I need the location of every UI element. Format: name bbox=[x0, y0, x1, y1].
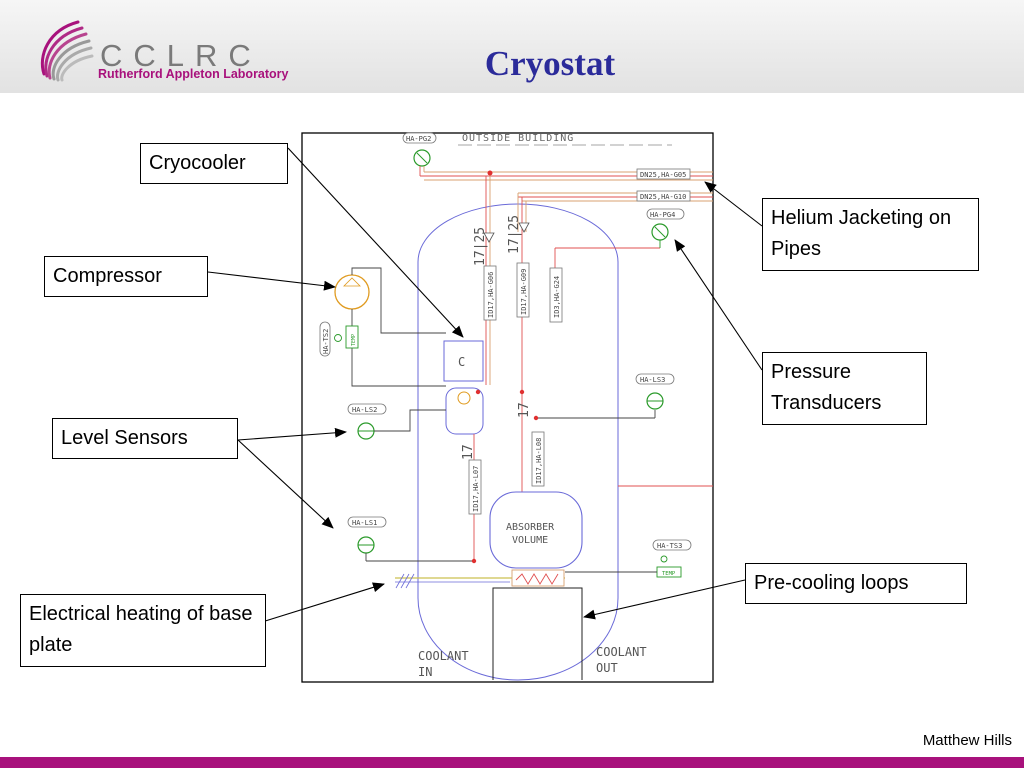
arrow-electrical-heating bbox=[261, 582, 385, 623]
callout-cryocooler: Cryocooler bbox=[140, 143, 288, 184]
logo-sub-text: Rutherford Appleton Laboratory bbox=[98, 67, 289, 81]
heater-hatch-icon bbox=[395, 573, 415, 589]
cold-head-coil-icon bbox=[457, 391, 471, 405]
junction-dot-ls1 bbox=[471, 558, 477, 564]
ts2-label: HA-TS2 bbox=[322, 329, 330, 354]
ls2-feed-line bbox=[374, 409, 446, 432]
coolant-in-line2: IN bbox=[418, 665, 432, 679]
arrow-cryocooler bbox=[287, 147, 464, 338]
coolant-out-line2: OUT bbox=[596, 661, 618, 675]
pg2-gauge-needle bbox=[416, 152, 428, 164]
ls2-label: HA-LS2 bbox=[352, 406, 377, 414]
author-name: Matthew Hills bbox=[922, 732, 1012, 749]
pipe-g10-tag bbox=[636, 190, 691, 202]
ts3-temp-label: TEMP bbox=[662, 571, 676, 577]
compressor-triangle bbox=[343, 277, 361, 287]
pipe-l07-tag bbox=[468, 459, 482, 515]
callout-precooling-loops: Pre-cooling loops bbox=[745, 563, 967, 604]
arrow-precooling-loops bbox=[583, 579, 746, 620]
dim-1725-b: 17|25 bbox=[507, 215, 522, 254]
pipe-g24-label: ID3,HA-G24 bbox=[553, 276, 561, 318]
junction-dot-l08 bbox=[519, 389, 525, 395]
ts3-node bbox=[660, 555, 668, 563]
pipe-g10-label: DN25,HA-G10 bbox=[640, 193, 686, 201]
callout-electrical-heating: Electrical heating of base plate bbox=[20, 594, 266, 667]
vessel-outline bbox=[417, 203, 619, 681]
valve-b-icon bbox=[518, 222, 530, 233]
arrow-helium-jacketing bbox=[704, 181, 763, 227]
header-bar: CCLRC Rutherford Appleton Laboratory Cry… bbox=[0, 0, 1024, 93]
cryocooler-c-label: C bbox=[458, 355, 465, 369]
callout-helium-jacketing: Helium Jacketing on Pipes bbox=[762, 198, 979, 271]
callout-pressure-transducers: Pressure Transducers bbox=[762, 352, 927, 425]
junction-dot-top bbox=[487, 170, 493, 176]
outside-building-label: OUTSIDE BUILDING bbox=[462, 133, 574, 144]
pg4-tag bbox=[646, 208, 685, 220]
pipe-g06-tag bbox=[483, 265, 497, 321]
callout-level-sensors: Level Sensors bbox=[52, 418, 238, 459]
ts3-label: HA-TS3 bbox=[657, 542, 682, 550]
ts2-temp-box bbox=[345, 325, 359, 349]
pg2-tag bbox=[402, 132, 437, 144]
pipe-g05-tag bbox=[636, 168, 691, 180]
junction-dot-ls3 bbox=[533, 415, 539, 421]
pg4-gauge-icon bbox=[651, 223, 669, 241]
pg2-label: HA-PG2 bbox=[406, 135, 431, 143]
cryocooler-box bbox=[443, 340, 484, 382]
pg4-label: HA-PG4 bbox=[650, 211, 675, 219]
pipe-g09-label: ID17,HA-G09 bbox=[520, 269, 528, 315]
logo-main-text: CCLRC bbox=[100, 38, 262, 73]
dim-1725-a: 17|25 bbox=[473, 227, 488, 266]
absorber-volume bbox=[489, 491, 583, 569]
callout-compressor: Compressor bbox=[44, 256, 208, 297]
pipe-g24-tag bbox=[549, 267, 563, 323]
dim-17-b: 17 bbox=[461, 444, 476, 460]
pipe-l08-tag bbox=[531, 431, 545, 487]
cclrc-swirl-logo-icon bbox=[40, 20, 94, 82]
ls3-label: HA-LS3 bbox=[640, 376, 665, 384]
arrow-level-sensor-2 bbox=[237, 439, 334, 529]
pipe-g05-label: DN25,HA-G05 bbox=[640, 171, 686, 179]
ts2-tag bbox=[319, 321, 331, 357]
ls1-tag bbox=[347, 516, 387, 528]
ls2-tag bbox=[347, 403, 387, 415]
pg2-gauge-icon bbox=[413, 149, 431, 167]
pipe-g06-label: ID17,HA-G06 bbox=[487, 272, 495, 318]
coolant-out-line1: COOLANT bbox=[596, 645, 647, 659]
arrow-compressor bbox=[207, 271, 336, 291]
cold-head-box bbox=[445, 387, 484, 435]
precooling-coil-box bbox=[511, 569, 565, 587]
pipe-l07-label: ID17,HA-L07 bbox=[472, 466, 480, 512]
absorber-line1: ABSORBER bbox=[506, 522, 555, 533]
compressor-icon bbox=[334, 274, 370, 310]
pipe-g09-tag bbox=[516, 262, 530, 318]
ts3-tag bbox=[652, 539, 692, 551]
junction-dot-coldhead bbox=[475, 389, 481, 395]
compressor-line-bottom bbox=[351, 309, 446, 387]
coolant-in-line1: COOLANT bbox=[418, 649, 469, 663]
precooling-coil-icon bbox=[515, 573, 559, 585]
diagram-frame bbox=[301, 132, 714, 683]
arrow-level-sensor-1 bbox=[237, 427, 347, 441]
pipe-l08-label: ID17,HA-L08 bbox=[535, 438, 543, 484]
page-title: Cryostat bbox=[484, 44, 616, 83]
valve-a-icon bbox=[483, 232, 495, 243]
dim-17-a: 17 bbox=[517, 402, 532, 418]
ts2-temp-label: TEMP bbox=[351, 334, 357, 346]
arrow-pressure-transducers bbox=[674, 239, 763, 371]
coolant-in-pipe bbox=[492, 587, 583, 680]
ts2-node bbox=[334, 334, 342, 342]
ls1-label: HA-LS1 bbox=[352, 519, 377, 527]
pg4-gauge-needle bbox=[654, 226, 666, 238]
footer-bar bbox=[0, 757, 1024, 768]
ls3-tag bbox=[635, 373, 675, 385]
absorber-line2: VOLUME bbox=[512, 535, 548, 546]
